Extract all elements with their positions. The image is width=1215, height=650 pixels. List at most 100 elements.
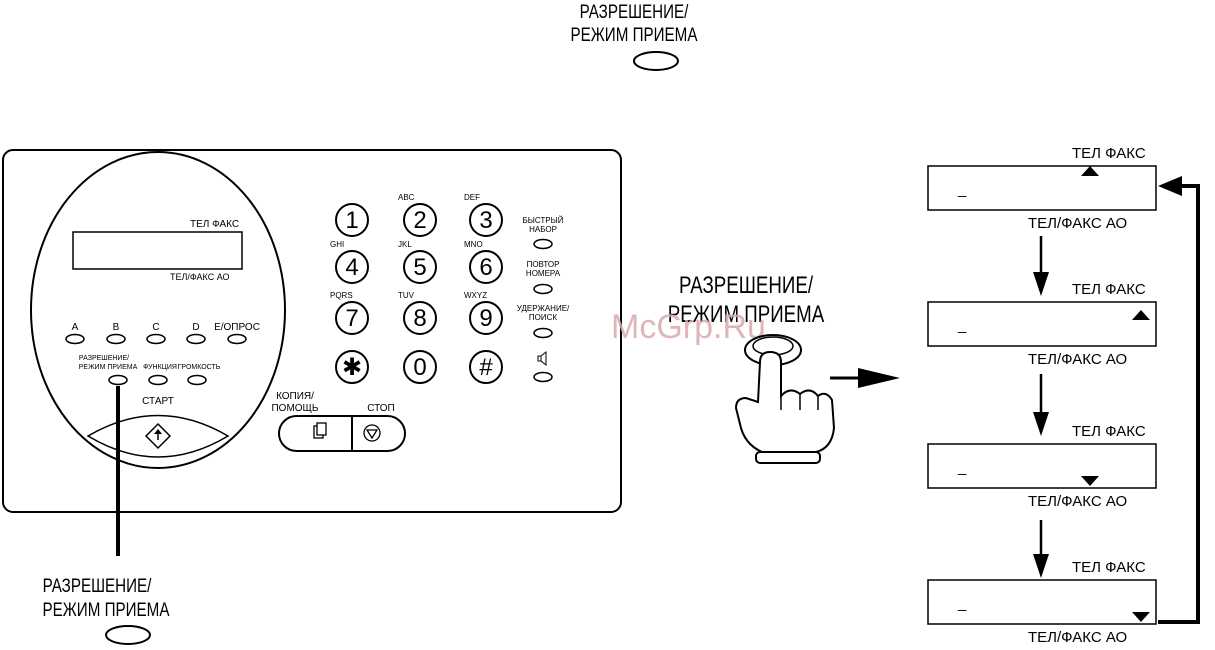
one-touch-label-b: B: [113, 322, 120, 333]
lcd-down-marker-icon: [1132, 612, 1150, 622]
keypad-key-letters: JKL: [398, 240, 412, 249]
device-display: [72, 231, 243, 270]
hold-label-line2: ПОИСК: [529, 313, 558, 322]
loop-arrow: [1158, 176, 1200, 624]
keypad-key-digit: 9: [479, 305, 492, 332]
one-touch-button-e[interactable]: [227, 333, 247, 345]
keypad-key-10[interactable]: ✱: [335, 350, 369, 384]
lcd-panel-bottom-label: ТЕЛ/ФАКС АО: [1028, 629, 1127, 646]
keypad-key-letters: MNO: [464, 240, 483, 249]
keypad-key-digit: 0: [413, 354, 426, 381]
lcd-panel-top-label: ТЕЛ ФАКС: [1072, 423, 1146, 440]
lcd-screen: [927, 301, 1157, 347]
lcd-cursor: _: [957, 317, 967, 334]
keypad-key-digit: 6: [479, 254, 492, 281]
keypad-key-6[interactable]: MNO 6: [464, 240, 503, 284]
lcd-panel-bottom-label: ТЕЛ/ФАКС АО: [1028, 215, 1127, 232]
device-display-bottom-label: ТЕЛ/ФАКС АО: [170, 272, 230, 282]
lcd-cursor: _: [957, 181, 967, 198]
keypad-key-digit: 1: [345, 207, 358, 234]
lcd-cursor: _: [957, 459, 967, 476]
pressing-hand-icon: [734, 334, 836, 464]
keypad-key-digit: 8: [413, 305, 426, 332]
lcd-screen: [927, 165, 1157, 211]
hold-button[interactable]: [533, 327, 553, 339]
keypad-key-11[interactable]: 0: [403, 350, 437, 384]
lcd-screen: [927, 579, 1157, 625]
lcd-panel-4: ТЕЛ ФАКС _ ТЕЛ/ФАКС АО: [927, 559, 1157, 646]
one-touch-button-a[interactable]: [65, 333, 85, 345]
device-receive-mode-label-line2: РЕЖИМ ПРИЕМА: [79, 364, 138, 371]
one-touch-button-d[interactable]: [186, 333, 206, 345]
redial-label-line1: ПОВТОР: [527, 260, 560, 269]
redial-label-line2: НОМЕРА: [526, 269, 561, 278]
keypad-key-letters: GHI: [330, 240, 344, 249]
device-function-label: ФУНКЦИЯ: [143, 364, 177, 371]
device-receive-mode-button[interactable]: [108, 374, 128, 386]
bottom-label-line2: РЕЖИМ ПРИЕМА: [43, 598, 170, 620]
stop-icon: [363, 424, 381, 442]
lcd-panel-3: ТЕЛ ФАКС _ ТЕЛ/ФАКС АО: [927, 423, 1157, 510]
speaker-button[interactable]: [533, 371, 553, 383]
keypad-key-digit: 7: [345, 305, 358, 332]
lcd-cursor: _: [957, 595, 967, 612]
keypad-key-digit: #: [479, 354, 493, 381]
down-arrows: [1033, 236, 1049, 578]
lcd-up-marker-icon: [1081, 166, 1099, 176]
keypad-key-8[interactable]: TUV 8: [398, 291, 437, 335]
lcd-panel-bottom-label: ТЕЛ/ФАКС АО: [1028, 351, 1127, 368]
control-panel-oval: [30, 151, 286, 469]
one-touch-label-c: C: [152, 322, 159, 333]
lcd-panel-stack: ТЕЛ ФАКС _ ТЕЛ/ФАКС АО ТЕЛ ФАКС _ ТЕЛ/ФАКС АО…: [927, 145, 1157, 646]
keypad-key-12[interactable]: #: [469, 350, 503, 384]
one-touch-buttons: A B C D E/ОПРОС: [65, 322, 260, 345]
watermark: McGrp.Ru: [611, 308, 766, 346]
lcd-up-marker-icon: [1132, 310, 1150, 320]
device-volume-label: ГРОМКОСТЬ: [178, 364, 221, 371]
speed-dial-button[interactable]: [533, 238, 553, 250]
keypad-key-letters: PQRS: [330, 291, 353, 300]
keypad-key-digit: 2: [413, 207, 426, 234]
stop-label: СТОП: [367, 403, 395, 414]
keypad-key-letters: TUV: [398, 291, 415, 300]
keypad-key-7[interactable]: PQRS 7: [330, 291, 369, 335]
speaker-icon: [537, 350, 547, 367]
copy-label-line1: КОПИЯ/: [276, 391, 314, 402]
one-touch-button-b[interactable]: [106, 333, 126, 345]
copy-icon: [313, 422, 327, 439]
keypad-key-2[interactable]: ABC 2: [398, 193, 437, 237]
side-buttons: БЫСТРЫЙ НАБОР ПОВТОР НОМЕРА УДЕРЖАНИЕ/ П…: [517, 216, 570, 383]
keypad-key-letters: DEF: [464, 193, 480, 202]
device-start-label: СТАРТ: [142, 396, 174, 407]
keypad-key-letters: WXYZ: [464, 291, 487, 300]
one-touch-label-d: D: [192, 322, 199, 333]
one-touch-button-c[interactable]: [146, 333, 166, 345]
keypad-key-digit: 5: [413, 254, 426, 281]
lcd-panel-top-label: ТЕЛ ФАКС: [1072, 559, 1146, 576]
keypad-key-1[interactable]: 1: [335, 203, 369, 237]
bottom-label-line1: РАЗРЕШЕНИЕ/: [43, 574, 152, 596]
lcd-screen: [927, 443, 1157, 489]
start-diamond-icon: [144, 422, 172, 450]
bottom-receive-mode-button[interactable]: [105, 625, 151, 645]
keypad-key-9[interactable]: WXYZ 9: [464, 291, 503, 335]
lcd-down-marker-icon: [1081, 476, 1099, 486]
one-touch-label-a: A: [72, 322, 79, 333]
hold-label-line1: УДЕРЖАНИЕ/: [517, 304, 570, 313]
keypad-key-digit: 4: [345, 254, 358, 281]
device-function-button[interactable]: [148, 374, 168, 386]
lcd-panel-2: ТЕЛ ФАКС _ ТЕЛ/ФАКС АО: [927, 281, 1157, 368]
redial-button[interactable]: [533, 283, 553, 295]
keypad-key-letters: ABC: [398, 193, 415, 202]
device-volume-button[interactable]: [187, 374, 207, 386]
top-receive-mode-button[interactable]: [633, 51, 679, 71]
lcd-panel-top-label: ТЕЛ ФАКС: [1072, 281, 1146, 298]
device-receive-mode-label-line1: РАЗРЕШЕНИЕ/: [79, 355, 129, 362]
device-display-top-label: ТЕЛ ФАКС: [190, 219, 239, 230]
lcd-panel-bottom-label: ТЕЛ/ФАКС АО: [1028, 493, 1127, 510]
